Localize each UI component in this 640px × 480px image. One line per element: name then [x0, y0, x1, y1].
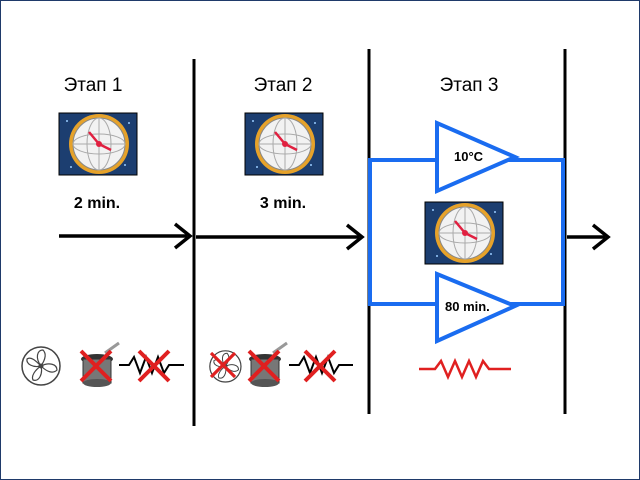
- clock-icon: [423, 200, 505, 266]
- stage-3-title: Этап 3: [439, 75, 499, 96]
- stage-1-duration: 2 min.: [73, 195, 121, 212]
- resistor-icon: [419, 357, 511, 381]
- clock-icon: [57, 111, 139, 177]
- heater-icon: [79, 341, 121, 389]
- time-label: 80 min.: [445, 299, 490, 314]
- temperature-label: 10°C: [454, 149, 484, 164]
- fan-icon: [21, 346, 61, 386]
- temperature-triangle: [435, 119, 521, 195]
- time-triangle: [435, 271, 521, 345]
- resistor-icon: [119, 354, 184, 376]
- clock-icon: [243, 111, 325, 177]
- stage-1-title: Этап 1: [63, 75, 123, 96]
- heater-icon: [247, 341, 289, 389]
- arrow-1: [59, 222, 193, 250]
- stage-2-title: Этап 2: [253, 75, 313, 96]
- stage-2-duration: 3 min.: [259, 195, 307, 212]
- arrow-3: [567, 223, 611, 251]
- arrow-2: [196, 223, 365, 251]
